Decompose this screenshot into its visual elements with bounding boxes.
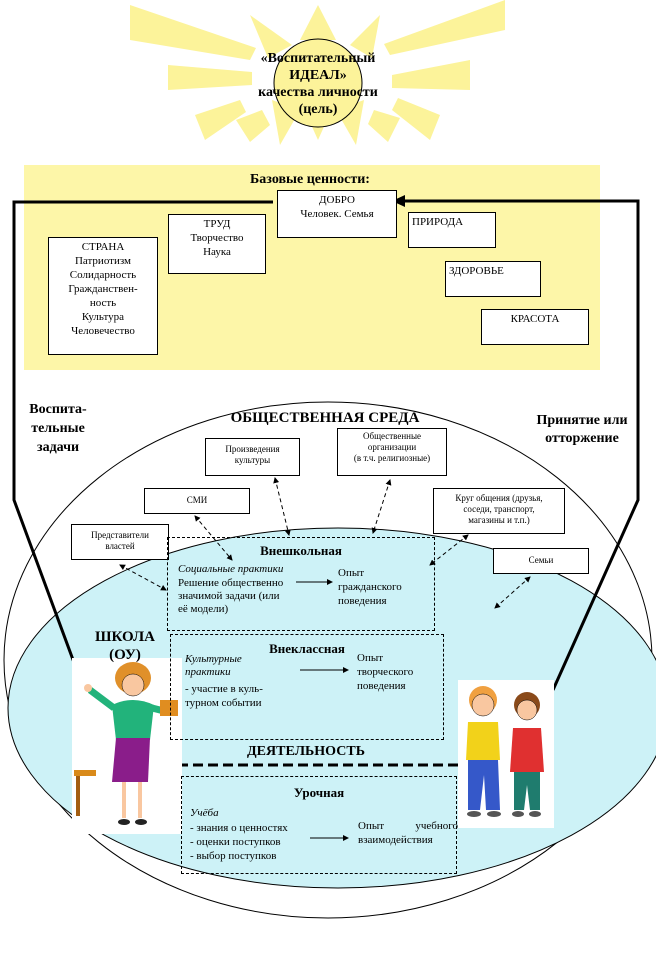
env-circle-l3: магазины и т.п.) [468,515,530,525]
label-educational-tasks: Воспита- тельные задачи [18,400,98,457]
school-label: ШКОЛА (ОУ) [84,628,166,664]
outofclass-practice-2: практики [185,666,231,678]
value-trud-sub1: Творчество [190,232,244,244]
outofclass-desc-2: турном событии [185,697,262,709]
box-lesson: Урочная Учёба - знания о ценностях - оце… [181,776,458,874]
env-orgs-l3: (в т.ч. религиозные) [353,453,431,463]
value-strana-sub1: Патриотизм [74,255,132,267]
label-left-2: тельные [31,421,85,436]
lesson-desc-3: - выбор поступков [190,850,277,862]
env-authorities: Представители властей [71,524,169,560]
value-strana-sub6: Человечество [71,325,135,337]
lesson-desc-1: - знания о ценностях [190,822,288,834]
value-trud-sub2: Наука [203,246,231,258]
sun-text: «Воспитательный ИДЕАЛ» качества личности… [240,50,396,118]
extracurricular-result: Опыт гражданского поведения [338,566,402,608]
outofclass-practice: Культурные практики [185,653,242,679]
value-strana-sub2: Солидарность [69,269,137,281]
lesson-desc-2: - оценки поступков [190,836,281,848]
env-smi: СМИ [144,488,250,514]
value-dobro-sub: Человек. Семья [300,208,374,220]
lesson-result-1: Опыт учебного [358,820,458,832]
env-circle-l2: соседи, транспорт, [463,504,535,514]
value-trud: ТРУД Творчество Наука [168,214,266,274]
sun-circle [273,38,363,128]
value-zdorovie: ЗДОРОВЬЕ [445,261,541,297]
value-dobro-title: ДОБРО [319,194,355,206]
value-priroda: ПРИРОДА [408,212,496,248]
lesson-result: Опыт учебного взаимодействия [358,819,458,847]
value-strana-sub5: Культура [81,311,125,323]
outofclass-result-3: поведения [357,680,406,692]
teacher-figure [72,658,182,834]
label-acceptance: Принятие или отторжение [520,412,644,448]
value-strana-sub3: Гражданствен- [68,283,138,295]
label-right-1: Принятие или [536,413,628,428]
env-orgs-l2: организации [367,442,417,452]
env-circle: Круг общения (друзья, соседи, транспорт,… [433,488,565,534]
activity-label: ДЕЯТЕЛЬНОСТЬ [247,744,365,759]
box-outofclass: Внеклассная Культурные практики - участи… [170,634,444,740]
env-culture-l1: Произведения [225,444,280,454]
value-trud-title: ТРУД [203,218,231,230]
outofclass-result-2: творческого [357,666,414,678]
sun-line-3: качества личности [258,85,378,100]
outofclass-result-1: Опыт [357,652,384,664]
outofclass-title: Внеклассная [269,641,345,656]
env-orgs-l1: Общественные [362,431,422,441]
env-orgs: Общественные организации (в т.ч. религио… [337,428,447,476]
extracurricular-desc-3: её модели) [178,603,229,615]
sun-line-1: «Воспитательный [260,51,376,66]
env-family: Семьи [493,548,589,574]
label-left-1: Воспита- [29,402,87,417]
outofclass-desc-1: - участие в куль- [185,683,263,695]
lesson-desc: - знания о ценностях - оценки поступков … [190,821,288,863]
sun-rays [130,0,505,142]
lesson-result-2: взаимодействия [358,834,433,846]
extracurricular-desc: Решение общественно значимой задачи (или… [178,577,298,616]
values-title: Базовые ценности: [250,172,370,187]
value-strana: СТРАНА Патриотизм Солидарность Гражданст… [48,237,158,355]
outofclass-practice-1: Культурные [185,653,242,665]
lesson-title: Урочная [293,785,345,800]
label-right-2: отторжение [545,431,619,446]
outofclass-desc: - участие в куль- турном событии [185,682,311,710]
label-left-3: задачи [36,440,80,455]
environment-title: ОБЩЕСТВЕННАЯ СРЕДА [230,410,420,426]
extracurricular-desc-1: Решение общественно [178,577,284,589]
extracurricular-desc-2: значимой задачи (или [178,590,280,602]
value-strana-sub4: ность [89,297,117,309]
extracurricular-result-2: гражданского [338,581,402,593]
extracurricular-title: Внешкольная [260,543,342,558]
extracurricular-practice: Социальные практики [178,563,284,575]
outofclass-result: Опыт творческого поведения [357,651,413,693]
env-auth-l1: Представители [91,530,149,540]
value-krasota: КРАСОТА [481,309,589,345]
sun-line-4: (цель) [298,102,338,117]
value-strana-title: СТРАНА [81,241,125,253]
school-label-l2: (ОУ) [109,647,141,663]
env-auth-l2: властей [105,541,135,551]
extracurricular-result-3: поведения [338,595,387,607]
value-dobro: ДОБРО Человек. Семья [277,190,397,238]
box-extracurricular: Внешкольная Социальные практики Решение … [167,537,435,631]
frame-lines [12,199,640,696]
sun-line-2: ИДЕАЛ» [289,68,347,83]
children-figure [458,680,554,828]
school-label-l1: ШКОЛА [95,629,155,645]
lesson-practice: Учёба [190,807,219,819]
env-culture: Произведения культуры [205,438,300,476]
env-culture-l2: культуры [234,455,271,465]
extracurricular-result-1: Опыт [338,567,365,579]
env-circle-l1: Круг общения (друзья, [455,493,543,503]
